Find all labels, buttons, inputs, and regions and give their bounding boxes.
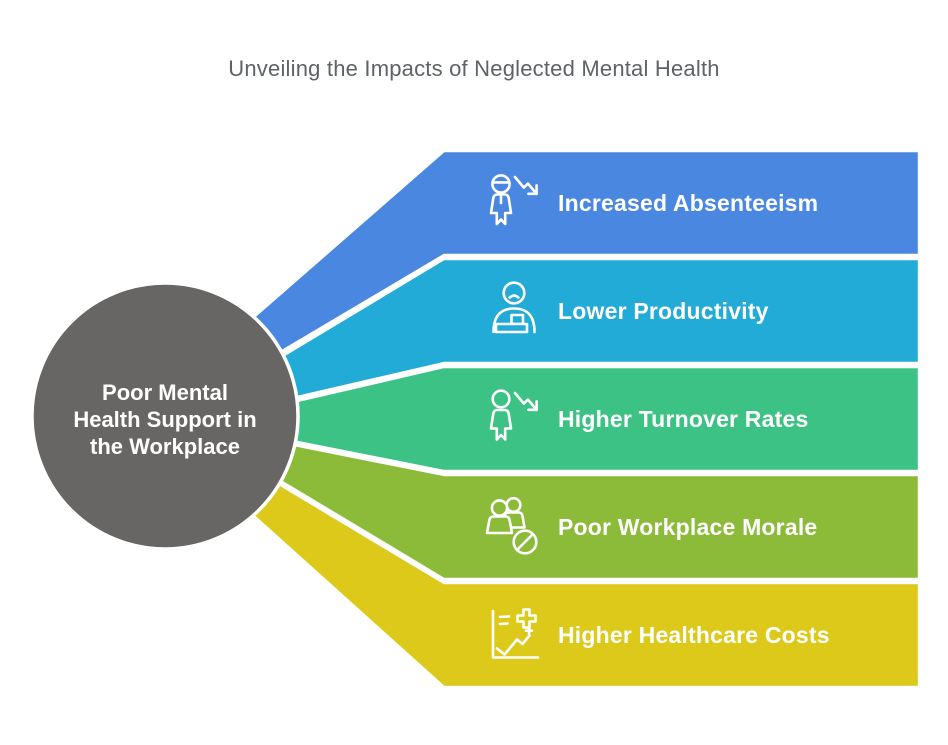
team-prohibited-icon — [485, 496, 538, 555]
person-leaving-arrow-icon — [489, 389, 538, 441]
center-label-line: the Workplace — [90, 434, 240, 459]
banner-increased-absenteeism — [71, 149, 921, 477]
item-label: Poor Workplace Morale — [558, 513, 818, 540]
page-title: Unveiling the Impacts of Neglected Menta… — [228, 56, 720, 81]
center-circle-label: Poor Mental Health Support in the Workpl… — [45, 379, 285, 460]
banner-higher-turnover-rates — [200, 365, 921, 473]
banner-poor-workplace-morale — [182, 421, 921, 581]
item-label: Lower Productivity — [558, 297, 769, 324]
sad-worker-desk-icon — [492, 281, 536, 334]
banner-lower-productivity — [161, 257, 921, 430]
center-circle — [30, 281, 300, 551]
item-label: Higher Turnover Rates — [558, 405, 809, 432]
healthcare-cost-chart-icon — [491, 608, 540, 659]
item-label: Higher Healthcare Costs — [558, 621, 830, 648]
item-higher-healthcare-costs: Higher Healthcare Costs — [484, 604, 830, 666]
item-label: Increased Absenteeism — [558, 189, 819, 216]
center-label-line: Poor Mental — [102, 380, 228, 405]
item-lower-productivity: Lower Productivity — [484, 280, 769, 342]
banner-higher-healthcare-costs — [95, 373, 921, 689]
center-label-line: Health Support in — [73, 407, 257, 432]
item-higher-turnover-rates: Higher Turnover Rates — [484, 388, 808, 450]
item-poor-workplace-morale: Poor Workplace Morale — [484, 496, 817, 558]
item-increased-absenteeism: Increased Absenteeism — [484, 172, 818, 234]
person-declining-arrow-icon — [489, 174, 538, 226]
